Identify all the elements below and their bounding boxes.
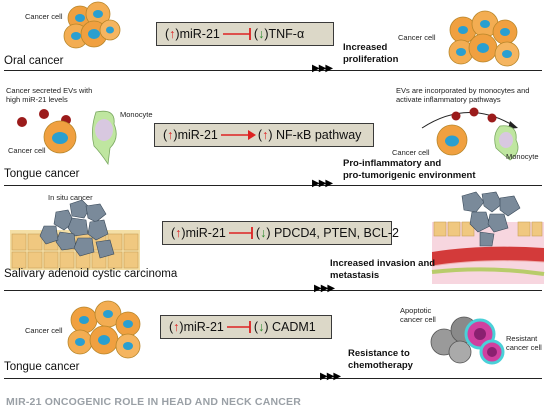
right-cell-label-row1: Cancer cell	[398, 33, 436, 42]
up-arrow-icon: ↑	[262, 128, 269, 142]
pathway-box-row2: (↑)miR-21 (↑) NF-κB pathway	[154, 123, 374, 147]
cancer-type-row3: Salivary adenoid cystic carcinoma	[4, 268, 178, 280]
activate-arrow-icon	[220, 130, 256, 140]
resistant-cell-label: Resistant cancer cell	[506, 334, 542, 352]
ev-note: Cancer secreted EVs with high miR-21 lev…	[6, 86, 93, 104]
pathway-box-row3: (↑)miR-21 (↓) PDCD4, PTEN, BCL-2	[162, 221, 399, 245]
ev-uptake-note: EVs are incorporated by monocytes and ac…	[396, 86, 530, 104]
inhibit-arrow-icon	[226, 321, 251, 333]
up-arrow-icon: ↑	[167, 128, 174, 142]
down-arrow-icon: ↓	[258, 320, 265, 334]
apoptotic-resistant-cells-icon	[430, 316, 505, 365]
in-situ-tissue-icon	[10, 199, 140, 270]
monocyte-icon	[92, 110, 117, 166]
row-divider	[4, 70, 542, 71]
chevron-arrows-icon: ▶▶▶	[312, 178, 333, 189]
right-cell-label-row2: Cancer cell	[392, 148, 430, 157]
right-monocyte-label: Monocyte	[506, 152, 539, 161]
cancer-type-row1: Oral cancer	[4, 55, 64, 67]
ev-uptake-curve-icon	[421, 107, 519, 161]
cancer-type-row4: Tongue cancer	[4, 361, 80, 373]
target-label: TNF-α	[268, 27, 305, 41]
inhibit-arrow-icon	[222, 28, 251, 40]
chevron-arrows-icon: ▶▶▶	[314, 283, 335, 294]
invasive-tissue-icon	[431, 191, 545, 284]
up-arrow-icon: ↑	[175, 226, 182, 240]
cancer-cell-cluster-icon	[63, 1, 121, 49]
down-arrow-icon: ↓	[258, 27, 265, 41]
mir-label: miR-21	[177, 128, 218, 142]
cell-label-row1: Cancer cell	[25, 12, 63, 21]
cancer-type-row2: Tongue cancer	[4, 168, 80, 180]
row-divider	[4, 290, 542, 291]
up-arrow-icon: ↑	[169, 27, 176, 41]
mir-label: miR-21	[183, 320, 224, 334]
cancer-cell-icon	[43, 120, 77, 154]
up-arrow-icon: ↑	[173, 320, 180, 334]
target-label: CADM1	[271, 320, 316, 334]
pathway-box-row4: (↑)miR-21 (↓) CADM1	[160, 315, 332, 339]
row-divider	[4, 185, 542, 186]
row-divider	[4, 378, 542, 379]
target-label: PDCD4, PTEN, BCL-2	[273, 226, 399, 240]
figure-footer: MIR-21 ONCOGENIC ROLE IN HEAD AND NECK C…	[6, 396, 302, 408]
mir-label: miR-21	[179, 27, 220, 41]
inhibit-arrow-icon	[228, 227, 253, 239]
chevron-arrows-icon: ▶▶▶	[320, 371, 341, 382]
apoptotic-cell-label: Apoptotic cancer cell	[400, 306, 436, 324]
pathway-box-row1: (↑)miR-21 (↓)TNF-α	[156, 22, 334, 46]
cell-label-row3: In situ cancer	[48, 193, 93, 202]
mir-label: miR-21	[185, 226, 226, 240]
monocyte-label: Monocyte	[120, 110, 153, 119]
cell-label-row4: Cancer cell	[25, 326, 63, 335]
chevron-arrows-icon: ▶▶▶	[312, 63, 333, 74]
target-label: NF-κB pathway	[275, 128, 362, 142]
cell-label-row2: Cancer cell	[8, 146, 46, 155]
down-arrow-icon: ↓	[260, 226, 267, 240]
cancer-cell-cluster-icon	[67, 300, 141, 359]
cancer-cell-cluster-icon	[448, 10, 520, 67]
